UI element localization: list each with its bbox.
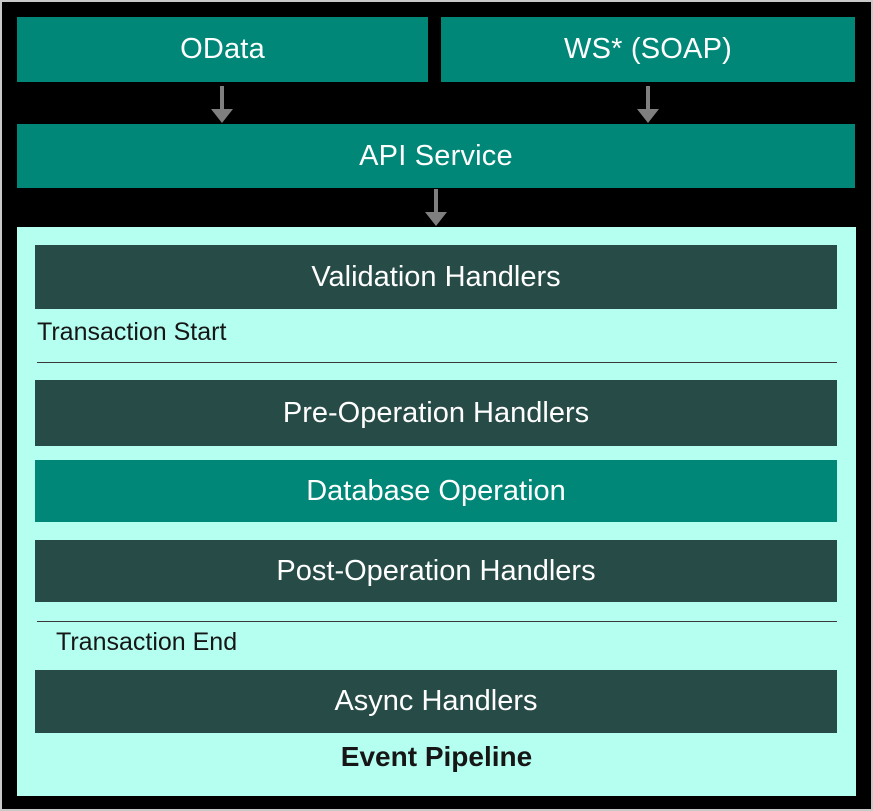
- post-operation-handlers-node: Post-Operation Handlers: [35, 540, 837, 602]
- transaction-end-divider: [37, 621, 837, 622]
- transaction-start-label: Transaction Start: [37, 318, 227, 346]
- validation-handlers-label: Validation Handlers: [311, 260, 561, 293]
- api-service-node: API Service: [17, 124, 855, 188]
- post-operation-handlers-label: Post-Operation Handlers: [276, 554, 596, 587]
- transaction-end-label: Transaction End: [56, 628, 238, 656]
- pre-operation-handlers-node: Pre-Operation Handlers: [35, 380, 837, 446]
- odata-node-label: OData: [180, 33, 265, 65]
- validation-handlers-node: Validation Handlers: [35, 245, 837, 309]
- arrow-down-icon: [637, 86, 659, 123]
- async-handlers-label: Async Handlers: [334, 685, 538, 717]
- transaction-start-divider: [37, 362, 837, 363]
- async-handlers-node: Async Handlers: [35, 670, 837, 733]
- database-operation-node: Database Operation: [35, 460, 837, 522]
- event-pipeline-container: Validation Handlers Transaction Start Pr…: [17, 227, 856, 796]
- pre-operation-handlers-label: Pre-Operation Handlers: [282, 396, 590, 429]
- arrow-down-icon: [211, 86, 233, 123]
- odata-node: OData: [17, 17, 428, 82]
- arrow-down-icon: [425, 189, 447, 226]
- database-operation-label: Database Operation: [306, 474, 566, 507]
- ws-soap-node-label: WS* (SOAP): [564, 33, 732, 65]
- api-service-node-label: API Service: [359, 139, 513, 172]
- event-pipeline-title: Event Pipeline: [340, 741, 533, 772]
- ws-soap-node: WS* (SOAP): [441, 17, 855, 82]
